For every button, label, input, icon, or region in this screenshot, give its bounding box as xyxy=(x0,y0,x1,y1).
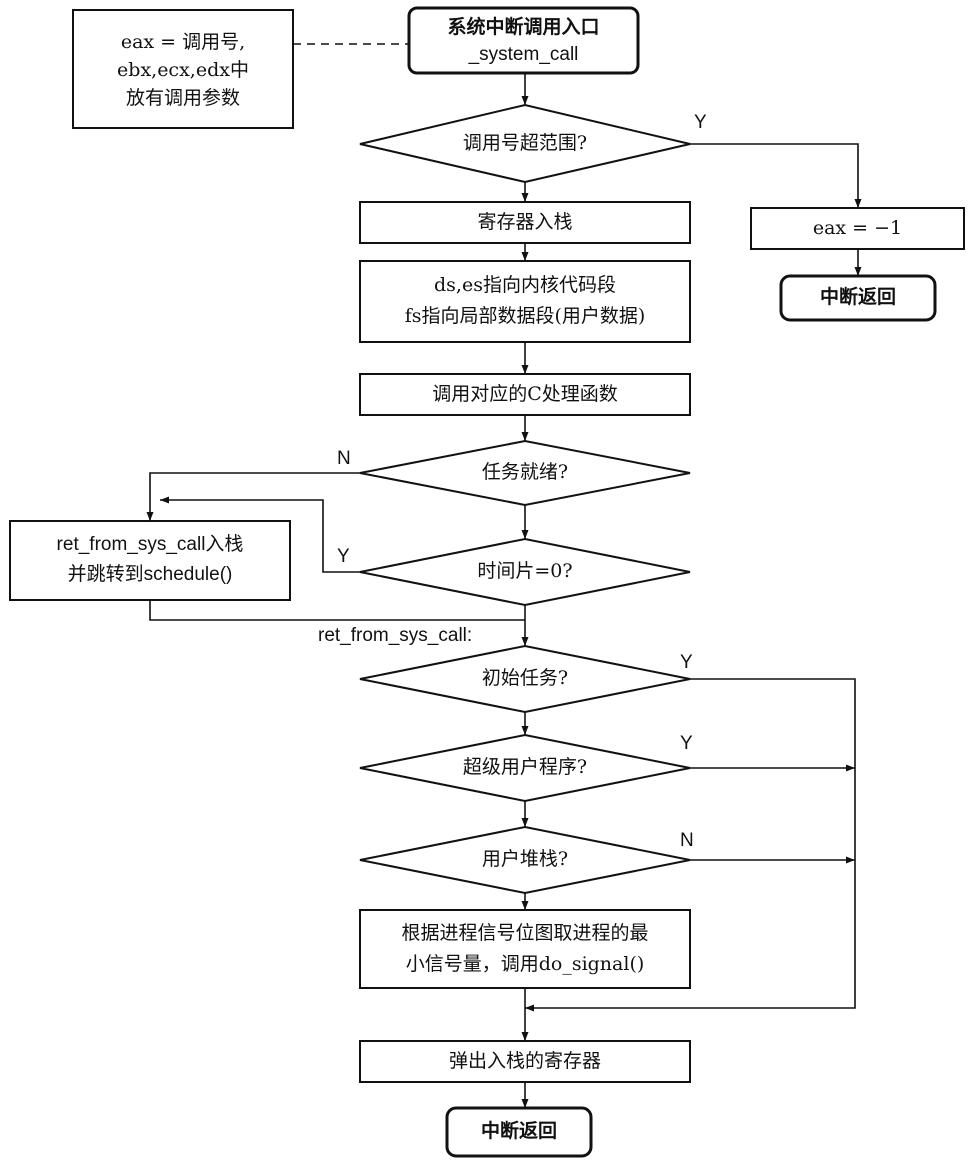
set-segments-line-1: ds,es指向内核代码段 xyxy=(434,274,616,296)
init-task-label: 初始任务? xyxy=(481,667,569,689)
init-yes-label: Y xyxy=(680,652,693,673)
ret-push-line-2: 并跳转到schedule() xyxy=(67,564,233,585)
task-ready-diamond xyxy=(359,439,691,507)
int-return-right-label: 中断返回 xyxy=(819,286,896,308)
ret-push-line-1: ret_from_sys_call入栈 xyxy=(56,534,244,555)
do-signal-line-1: 根据进程信号位图取进程的最 xyxy=(401,922,649,944)
do-signal-label: 根据进程信号位图取进程的最 小信号量，调用do_signal() xyxy=(360,918,690,980)
note-label: eax = 调用号, ebx,ecx,edx中 放有调用参数 xyxy=(73,28,293,112)
note-line-1: eax = 调用号, xyxy=(120,31,246,53)
call-c-handler-label: 调用对应的C处理函数 xyxy=(432,383,618,405)
ret-push-label: ret_from_sys_call入栈 并跳转到schedule() xyxy=(10,530,290,590)
ready-no-label: N xyxy=(337,448,351,469)
entry-line-1: 系统中断调用入口 xyxy=(447,16,600,38)
push-regs-label: 寄存器入栈 xyxy=(477,211,573,233)
ret-label: ret_from_sys_call: xyxy=(318,625,473,646)
edge-retpush-merge xyxy=(149,600,525,621)
edge-slice-yes xyxy=(160,496,360,573)
edge-init-yes xyxy=(525,678,856,1012)
set-segments-line-2: fs指向局部数据段(用户数据) xyxy=(404,305,646,327)
set-segments-label: ds,es指向内核代码段 fs指向局部数据段(用户数据) xyxy=(360,270,690,332)
note-line-3: 放有调用参数 xyxy=(125,87,240,109)
super-yes-label: Y xyxy=(680,733,693,754)
user-stack-label: 用户堆栈? xyxy=(481,848,569,870)
do-signal-line-2: 小信号量，调用do_signal() xyxy=(405,953,645,975)
stack-no-label: N xyxy=(680,830,694,851)
range-check-label: 调用号超范围? xyxy=(462,132,588,154)
entry-box xyxy=(407,6,640,75)
time-slice-diamond xyxy=(359,537,691,607)
range-yes-label: Y xyxy=(694,112,707,133)
slice-yes-label: Y xyxy=(337,546,350,567)
int-return-bottom-label: 中断返回 xyxy=(480,1120,557,1142)
int-return-bottom-box xyxy=(445,1106,593,1158)
pop-regs-label: 弹出入栈的寄存器 xyxy=(448,1050,601,1072)
edge-ready-no xyxy=(146,472,360,521)
entry-line-2: _system_call xyxy=(468,44,579,65)
super-user-label: 超级用户程序? xyxy=(462,756,588,778)
task-ready-label: 任务就绪? xyxy=(481,461,569,483)
edge-range-yes xyxy=(690,143,862,208)
eax-minus1-label: eax = −1 xyxy=(812,217,903,239)
note-line-2: ebx,ecx,edx中 xyxy=(117,59,249,81)
time-slice-label: 时间片=0? xyxy=(477,560,573,582)
note-box xyxy=(72,9,294,129)
entry-label: 系统中断调用入口 _system_call xyxy=(409,14,638,68)
